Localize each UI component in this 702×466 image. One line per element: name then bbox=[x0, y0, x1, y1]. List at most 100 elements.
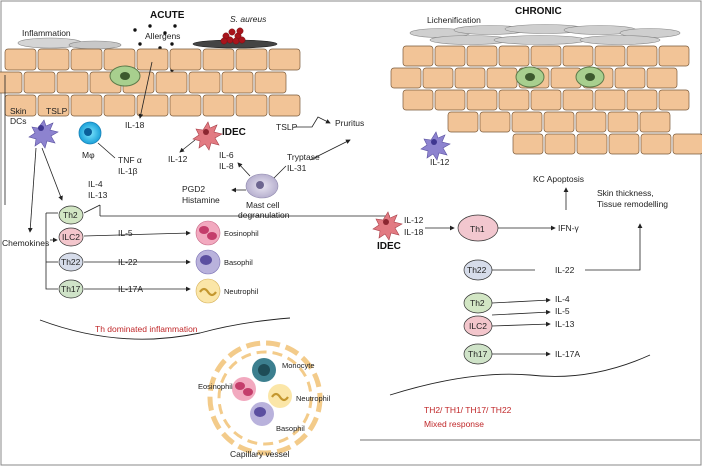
epidermis-brick bbox=[56, 71, 89, 94]
epidermis-brick bbox=[422, 67, 454, 89]
epidermis-brick bbox=[575, 111, 607, 133]
il5-label-chronic: IL-5 bbox=[555, 306, 570, 316]
idec-label-chronic: IDEC bbox=[377, 241, 401, 252]
scale-flake bbox=[579, 35, 661, 45]
kc-apoptosis-label: KC Apoptosis bbox=[533, 174, 584, 184]
tslp-pruritus-arrow bbox=[294, 116, 331, 128]
th22-label-acute: Th22 bbox=[61, 257, 81, 267]
idec-il12-arrow bbox=[179, 139, 196, 153]
th2-il4-arrow bbox=[491, 297, 551, 304]
il12-label-chronic: IL-12 bbox=[430, 157, 450, 167]
epidermis-brick bbox=[626, 89, 658, 111]
allergens-label: Allergens bbox=[145, 31, 180, 41]
th17-label-chronic: Th17 bbox=[468, 349, 488, 359]
th22-label-chronic: Th22 bbox=[467, 265, 487, 275]
basophil-cell-vessel bbox=[250, 402, 274, 426]
il12b-label-chronic: IL-12 bbox=[404, 215, 424, 225]
epidermis-brick bbox=[626, 45, 658, 67]
monocyte-label: Monocyte bbox=[282, 361, 315, 370]
acute-epidermis bbox=[0, 48, 301, 117]
epidermis-brick bbox=[202, 94, 235, 117]
th2-il5-arrow bbox=[491, 309, 551, 316]
epidermis-brick bbox=[188, 71, 221, 94]
il31-label: IL-31 bbox=[287, 163, 307, 173]
epidermis-brick bbox=[562, 45, 594, 67]
epidermis-brick bbox=[562, 89, 594, 111]
histamine-label: Histamine bbox=[182, 195, 220, 205]
inflammation-label: Inflammation bbox=[22, 28, 71, 38]
pruritus-label: Pruritus bbox=[335, 118, 364, 128]
dc-chemokines-arrow bbox=[27, 147, 37, 233]
epidermis-brick bbox=[235, 94, 268, 117]
il12-label-acute: IL-12 bbox=[168, 154, 188, 164]
ifng-label: IFN-γ bbox=[558, 223, 580, 233]
il1b-label: IL-1β bbox=[118, 166, 138, 176]
epidermis-brick bbox=[268, 48, 301, 71]
epidermis-brick bbox=[466, 45, 498, 67]
epidermis-brick bbox=[498, 89, 530, 111]
epidermis-brick bbox=[658, 45, 690, 67]
epidermis-brick bbox=[103, 94, 136, 117]
macrophage-cell bbox=[78, 121, 102, 145]
dc-th2-arrow bbox=[41, 147, 63, 201]
lichenification-label: Lichenification bbox=[427, 15, 481, 25]
th22-cell-acute bbox=[58, 252, 84, 272]
neutrophil-label-vessel: Neutrophil bbox=[296, 394, 331, 403]
epidermis-brick bbox=[434, 45, 466, 67]
epidermis-brick bbox=[486, 67, 518, 89]
mixed-line2-label: Mixed response bbox=[424, 419, 484, 429]
tslp2-label: TSLP bbox=[276, 122, 298, 132]
s-aureus-coccus bbox=[220, 37, 228, 45]
epidermis-brick bbox=[37, 48, 70, 71]
epidermis-brick bbox=[169, 94, 202, 117]
pgd2-label: PGD2 bbox=[182, 184, 205, 194]
mixed-line1-label: TH2/ TH1/ TH17/ TH22 bbox=[424, 405, 512, 415]
epidermis-brick bbox=[607, 111, 639, 133]
allergen-particle bbox=[148, 24, 152, 28]
capillary-label: Capillary vessel bbox=[230, 449, 290, 459]
acute-scales bbox=[17, 37, 278, 50]
neutrophil-cell-acute bbox=[195, 278, 221, 304]
idec-label-acute: IDEC bbox=[222, 127, 246, 138]
allergen-particle bbox=[170, 42, 174, 46]
il4-label-acute: IL-4 bbox=[88, 179, 103, 189]
epidermis-brick bbox=[608, 133, 640, 155]
mast-il-arrow bbox=[237, 162, 251, 177]
epidermis-brick bbox=[672, 133, 702, 155]
tnfa-label: TNF α bbox=[118, 155, 142, 165]
s-aureus-coccus bbox=[236, 27, 244, 35]
epidermis-brick bbox=[530, 45, 562, 67]
epidermis-brick bbox=[202, 48, 235, 71]
neutrophil-label-acute: Neutrophil bbox=[224, 287, 259, 296]
il22-label-acute: IL-22 bbox=[118, 257, 138, 267]
chronic-title: CHRONIC bbox=[515, 6, 562, 17]
tryptase-pruritus-arrow bbox=[309, 139, 351, 161]
macrophage-label: Mφ bbox=[82, 150, 95, 160]
epidermis-brick bbox=[466, 89, 498, 111]
chronic-keratinocyte-2 bbox=[575, 66, 605, 88]
th2-cell-acute bbox=[58, 205, 84, 225]
epidermis-brick bbox=[530, 89, 562, 111]
il18-label: IL-18 bbox=[125, 120, 145, 130]
basophil-label-acute: Basophil bbox=[224, 258, 253, 267]
chronic-epidermis bbox=[390, 45, 702, 155]
th2-label-acute: Th2 bbox=[63, 210, 78, 220]
il13-label-acute: IL-13 bbox=[88, 190, 108, 200]
acute-title: ACUTE bbox=[150, 10, 185, 21]
il8-label: IL-8 bbox=[219, 161, 234, 171]
il18-label-chronic: IL-18 bbox=[404, 227, 424, 237]
epidermis-brick bbox=[498, 45, 530, 67]
eosinophil-label-vessel: Eosinophil bbox=[198, 382, 233, 391]
epidermis-brick bbox=[402, 89, 434, 111]
chronic-wave bbox=[389, 354, 651, 396]
epidermis-brick bbox=[576, 133, 608, 155]
s-aureus-coccus bbox=[228, 28, 236, 36]
epidermis-brick bbox=[221, 71, 254, 94]
s-aureus-coccus bbox=[226, 36, 234, 44]
il17a-label-acute: IL-17A bbox=[118, 284, 143, 294]
epidermis-brick bbox=[454, 67, 486, 89]
chemokines-label: Chemokines bbox=[2, 238, 49, 248]
allergen-particle bbox=[138, 42, 142, 46]
chronic-dc-cell bbox=[420, 131, 451, 161]
